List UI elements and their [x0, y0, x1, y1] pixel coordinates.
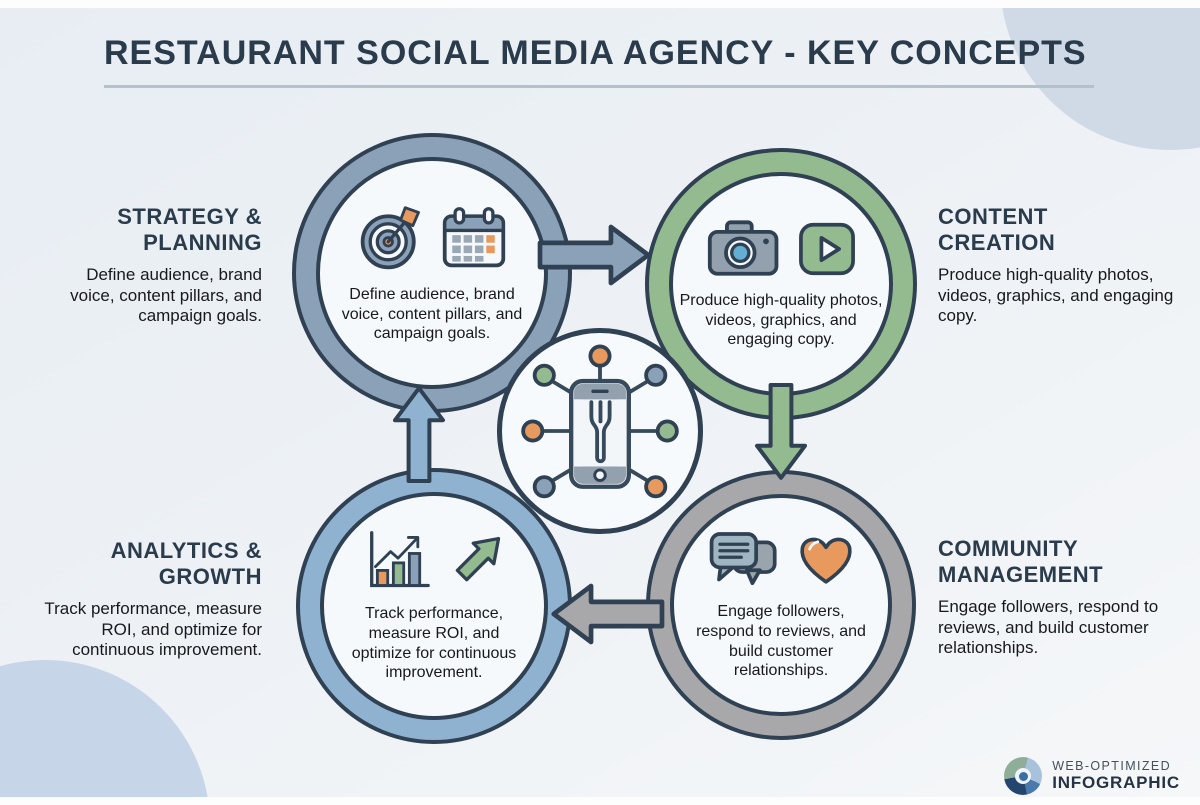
label-strategy-planning: STRATEGY & PLANNING Define audience, bra…	[62, 204, 262, 327]
strategy-circle-text: Define audience, brand voice, content pi…	[341, 285, 523, 343]
badge-text: WEB-OPTIMIZED INFOGRAPHIC	[1052, 759, 1180, 793]
center-hub	[497, 328, 703, 534]
analytics-heading: ANALYTICS & GROWTH	[110, 538, 262, 589]
label-community-management: COMMUNITY MANAGEMENT Engage followers, r…	[938, 536, 1193, 659]
arrow-community-to-analytics	[551, 583, 665, 645]
content-heading: CONTENT CREATION	[938, 204, 1056, 255]
smartphone-fork-network-icon	[521, 344, 679, 499]
community-heading: COMMUNITY MANAGEMENT	[938, 536, 1104, 587]
decorative-circle-top-right	[1000, 8, 1200, 150]
brand-badge: WEB-OPTIMIZED INFOGRAPHIC	[1004, 757, 1180, 795]
badge-logo-dot	[1018, 771, 1028, 781]
growth-arrow-icon	[455, 536, 501, 582]
label-content-creation: CONTENT CREATION Produce high-quality ph…	[938, 204, 1183, 327]
content-circle-inner: Produce high-quality photos, videos, gra…	[669, 172, 893, 396]
camera-icon	[707, 220, 779, 276]
analytics-circle-inner: Track performance, measure ROI, and opti…	[320, 492, 548, 720]
community-circle: Engage followers, respond to reviews, an…	[646, 470, 916, 740]
strategy-description: Define audience, brand voice, content pi…	[70, 264, 262, 326]
badge-logo-center	[1015, 768, 1032, 784]
community-circle-inner: Engage followers, respond to reviews, an…	[670, 494, 892, 716]
analytics-circle-text: Track performance, measure ROI, and opti…	[351, 604, 517, 682]
chat-bubbles-icon	[709, 531, 777, 585]
strategy-circle-inner: Define audience, brand voice, content pi…	[316, 157, 548, 389]
content-circle-text: Produce high-quality photos, videos, gra…	[679, 291, 883, 349]
arrow-content-to-community	[755, 383, 807, 480]
analytics-circle: Track performance, measure ROI, and opti…	[296, 468, 572, 744]
arrow-analytics-to-strategy	[393, 386, 445, 483]
page-title: RESTAURANT SOCIAL MEDIA AGENCY - KEY CON…	[104, 34, 1087, 72]
badge-line1: WEB-OPTIMIZED	[1052, 759, 1172, 773]
strategy-circle: Define audience, brand voice, content pi…	[292, 133, 572, 413]
arrow-strategy-to-content	[537, 224, 651, 286]
label-analytics-growth: ANALYTICS & GROWTH Track performance, me…	[40, 538, 262, 661]
strategy-heading: STRATEGY & PLANNING	[117, 204, 262, 255]
badge-logo-icon	[1004, 757, 1043, 795]
community-circle-text: Engage followers, respond to reviews, an…	[696, 602, 866, 680]
target-icon	[360, 206, 420, 270]
decorative-circle-bottom-left	[0, 660, 210, 797]
calendar-icon	[442, 206, 506, 268]
heart-icon	[800, 537, 852, 584]
community-description: Engage followers, respond to reviews, an…	[938, 596, 1159, 658]
bar-chart-icon	[370, 530, 430, 587]
badge-line2: INFOGRAPHIC	[1052, 773, 1180, 792]
title-underline	[104, 85, 1094, 88]
analytics-description: Track performance, measure ROI, and opti…	[44, 598, 262, 660]
content-circle: Produce high-quality photos, videos, gra…	[645, 148, 917, 420]
content-description: Produce high-quality photos, videos, gra…	[938, 264, 1174, 326]
video-play-icon	[799, 222, 855, 275]
